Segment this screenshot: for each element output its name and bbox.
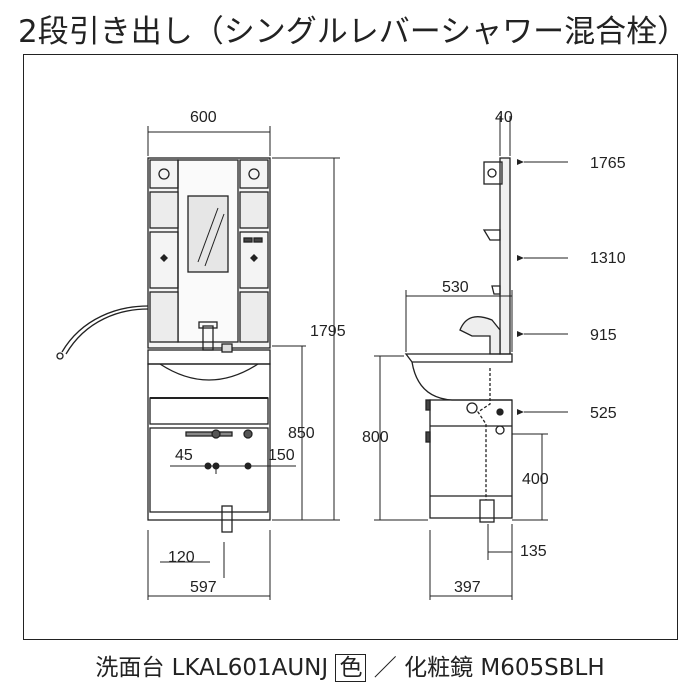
dim-150: 150: [268, 447, 295, 464]
left-top-compartment: [149, 159, 179, 189]
dim-135: 135: [520, 543, 547, 560]
side-view: [404, 157, 513, 523]
vanity-model: 洗面台 LKAL601AUNJ: [95, 655, 329, 681]
color-box: 色: [335, 654, 367, 682]
dim-800: 800: [362, 429, 389, 446]
right-light-icon: [248, 168, 260, 180]
dim-600: 600: [190, 109, 217, 126]
front-labels: 600 1795 850 45 150 120 597: [168, 109, 346, 596]
vanity-body: [147, 363, 271, 521]
side-light-box: [483, 161, 503, 185]
upper-drawer: [149, 397, 269, 425]
dim-120: 120: [168, 549, 195, 566]
side-faucet: [459, 316, 501, 355]
dim-40: 40: [495, 109, 513, 126]
lower-drawer: [149, 427, 269, 513]
side-shelf-upper: [482, 229, 501, 241]
dim-400: 400: [522, 471, 549, 488]
side-basin: [411, 361, 512, 401]
front-dimensions: [147, 126, 340, 600]
dim-45: 45: [175, 447, 193, 464]
side-shelf-lower: [491, 285, 501, 295]
side-drain-pipe: [477, 368, 491, 500]
drain-pipe: [221, 505, 233, 533]
dim-597: 597: [190, 579, 217, 596]
mirror-model: ／ 化粧鏡 M605SBLH: [373, 655, 605, 681]
dim-397: 397: [454, 579, 481, 596]
right-top-compartment: [239, 159, 269, 189]
side-counter: [404, 353, 513, 363]
drawing-frame: [23, 54, 678, 640]
mirror-side: [499, 157, 511, 355]
dim-850: 850: [288, 425, 315, 442]
side-labels: 40 1765 1310 530 915 800 525 400 135 397: [362, 109, 626, 596]
dim-525: 525: [590, 405, 617, 422]
side-cabinet: [429, 399, 513, 519]
side-dimensions: [374, 116, 568, 600]
dim-1765: 1765: [590, 155, 626, 172]
model-caption: 洗面台 LKAL601AUNJ 色 ／ 化粧鏡 M605SBLH: [0, 648, 700, 682]
dim-530: 530: [442, 279, 469, 296]
dim-1795: 1795: [310, 323, 346, 340]
shower-hose: [61, 305, 149, 353]
counter: [147, 349, 271, 365]
dim-915: 915: [590, 327, 617, 344]
left-light-icon: [158, 168, 170, 180]
dim-1310: 1310: [590, 250, 626, 267]
front-view: [56, 157, 271, 533]
page-title: 2段引き出し（シングルレバーシャワー混合栓）: [18, 14, 689, 50]
basin: [159, 363, 259, 381]
